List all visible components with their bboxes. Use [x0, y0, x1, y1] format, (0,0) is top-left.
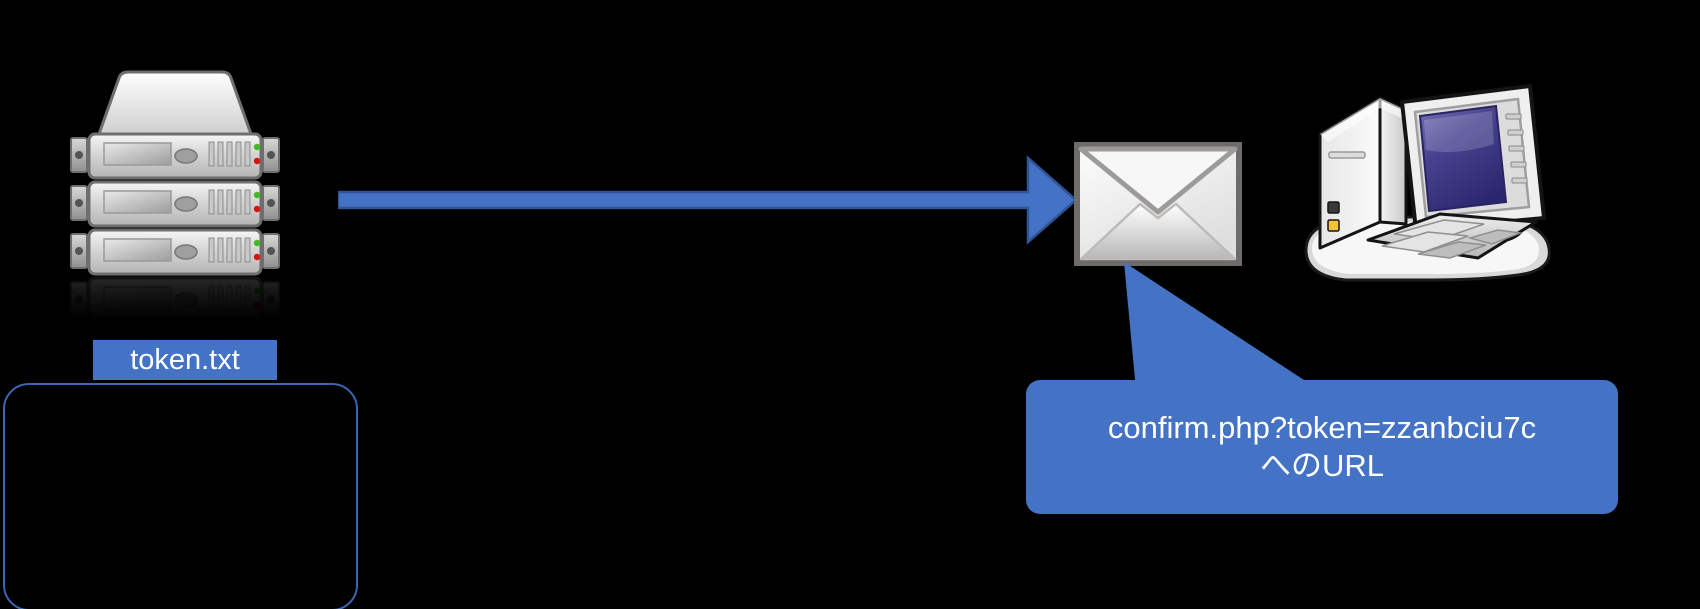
- callout-body: confirm.php?token=zzanbciu7c へのURL: [1026, 380, 1618, 514]
- server-rack-icon: [55, 60, 295, 324]
- token-file-group: token.txt: [0, 338, 370, 609]
- token-file-label: token.txt: [93, 340, 277, 380]
- desktop-computer-icon: [1272, 72, 1562, 292]
- callout-text: confirm.php?token=zzanbciu7c へのURL: [1107, 410, 1537, 483]
- callout-tail: [1066, 262, 1336, 392]
- token-container-box: [3, 383, 358, 609]
- envelope-icon: [1074, 142, 1242, 266]
- url-callout: confirm.php?token=zzanbciu7c へのURL: [1026, 262, 1636, 514]
- right-arrow-icon: [336, 150, 1078, 250]
- token-file-label-text: token.txt: [130, 343, 240, 376]
